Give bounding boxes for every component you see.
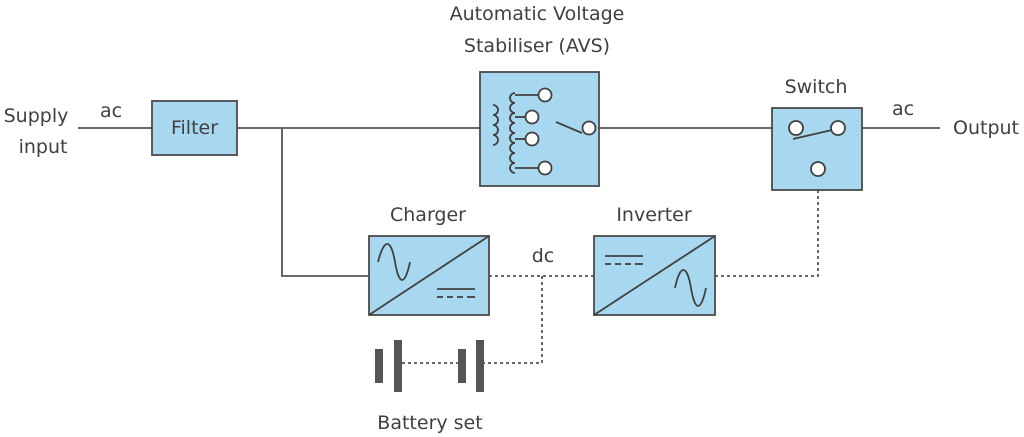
filter-label: Filter — [171, 117, 218, 139]
switch-label: Switch — [785, 76, 848, 98]
avs-block: Automatic Voltage Stabiliser (AVS) — [450, 3, 625, 187]
wire-dc-to-battery — [484, 276, 543, 364]
supply-input-label-line2: input — [19, 136, 68, 158]
charger-label: Charger — [390, 204, 466, 226]
charger-block: Charger — [368, 204, 490, 316]
inverter-block: Inverter — [593, 204, 716, 316]
switch-block: Switch — [771, 76, 863, 191]
ac-input-label: ac — [100, 100, 122, 122]
ac-to-dc-converter-icon — [368, 235, 490, 316]
ac-output-label: ac — [892, 98, 914, 120]
dc-to-ac-converter-icon — [593, 235, 716, 316]
output-label: Output — [953, 117, 1019, 139]
inverter-label: Inverter — [616, 204, 692, 226]
filter-block: Filter — [151, 100, 238, 156]
transformer-tap-changer-icon — [492, 87, 597, 176]
wire-bypass-to-charger — [281, 128, 369, 277]
wire-inverter-to-switch — [715, 180, 819, 277]
battery-icon — [375, 340, 484, 392]
avs-label-line1: Automatic Voltage — [450, 3, 625, 25]
avs-label-line2: Stabiliser (AVS) — [464, 35, 610, 57]
battery-label: Battery set — [377, 412, 482, 434]
dc-bus-label: dc — [532, 245, 555, 267]
changeover-switch-icon — [788, 120, 846, 177]
connection-wires — [78, 127, 940, 364]
supply-input-label-line1: Supply — [4, 105, 69, 127]
